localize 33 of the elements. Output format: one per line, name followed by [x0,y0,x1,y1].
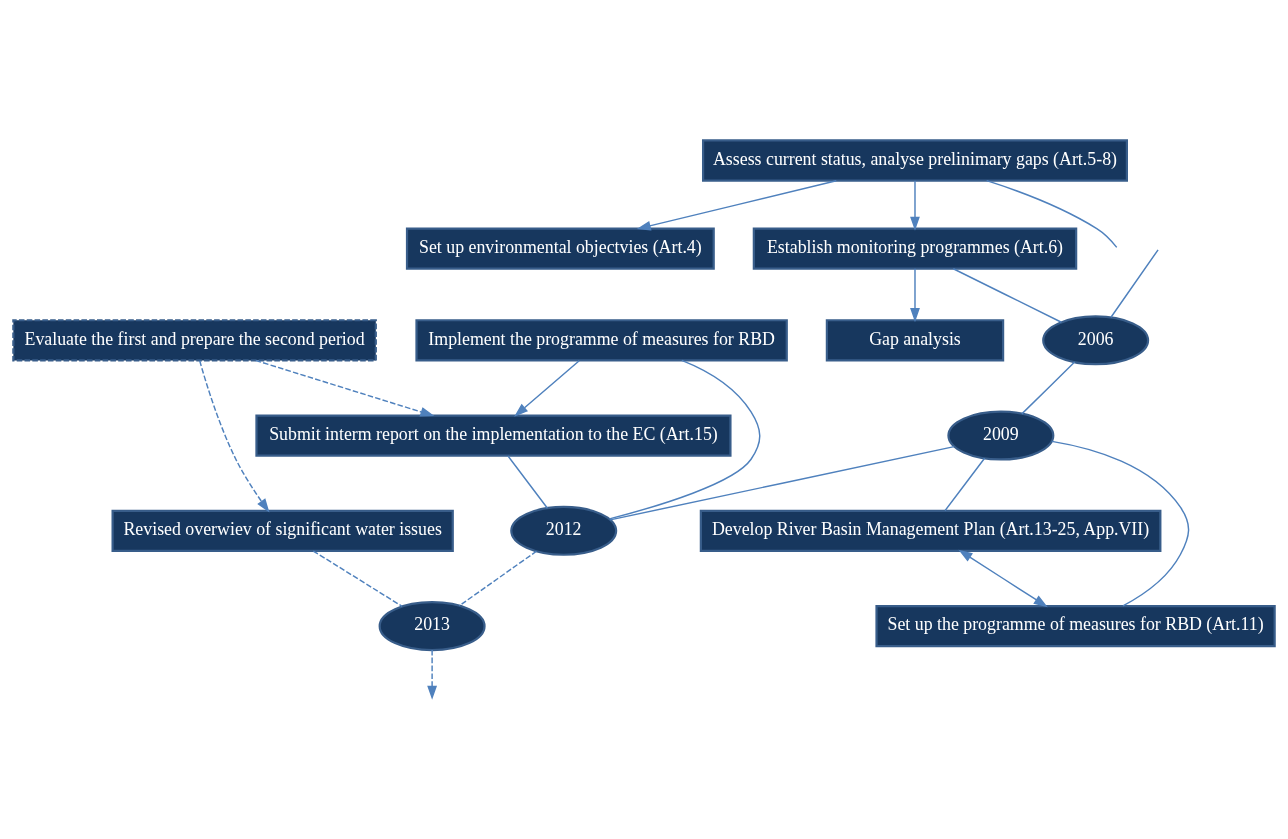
node-box: Set up environmental objectvies (Art.4) [405,227,715,270]
node-ellipse: 2009 [947,410,1055,461]
node-box: Assess current status, analyse prelinimary gaps (Art.5-8) [702,139,1128,182]
connector [952,268,1063,323]
connector [507,455,549,509]
connector [1110,249,1159,318]
arrow [514,360,580,417]
node-ellipse: 2006 [1042,315,1150,366]
arrow [255,359,435,417]
connector [1021,361,1076,415]
connector [312,550,403,608]
connector [1051,440,1190,607]
arrow [910,268,920,323]
node-ellipse: 2012 [510,505,618,556]
node-box: Establish monitoring programmes (Art.6) [752,227,1078,270]
connector [609,445,955,521]
connector [608,359,761,520]
arrow [910,180,920,231]
node-ellipse: 2013 [378,601,486,652]
node-box: Revised overwiev of significant water issues [111,509,454,553]
node-box: Submit interm report on the implementation to the EC (Art.15) [255,414,732,457]
connector [985,179,1118,249]
node-box: Gap analysis [825,319,1005,362]
connector [458,550,538,607]
node-box: Set up the programme of measures for RBD (Art.11) [875,604,1276,648]
arrow [958,549,1048,608]
node-box: Implement the programme of measures for RBD [415,319,788,362]
arrow [199,360,270,513]
arrow [427,649,438,700]
arrow [636,180,837,231]
node-box: Develop River Basin Management Plan (Art.13-25, App.VII) [699,509,1162,553]
node-box: Evaluate the first and prepare the second period [12,319,377,362]
connector [944,457,986,512]
